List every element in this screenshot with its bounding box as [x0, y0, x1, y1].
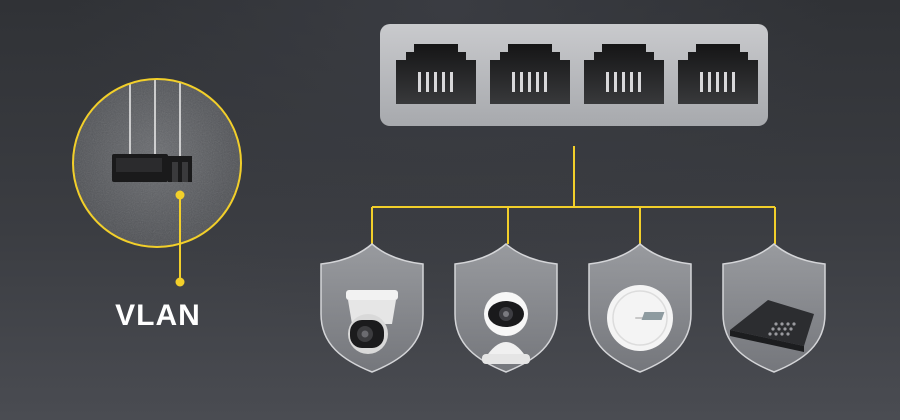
connection-lines: [371, 146, 776, 244]
vlan-label: VLAN: [115, 299, 201, 332]
device-shield: [641, 243, 826, 373]
switch-body: [380, 24, 768, 126]
access-point-icon: [607, 285, 673, 351]
device-shield: [588, 243, 692, 373]
dome-camera-icon: [346, 290, 398, 354]
rj45-port-icon: [678, 44, 758, 104]
pan-tilt-camera-icon: [482, 292, 530, 364]
network-switch: [380, 24, 768, 126]
vlan-magnifier: [72, 78, 242, 287]
device-shield: [454, 243, 558, 373]
device-shield: [320, 243, 424, 373]
rj45-port-icon: [490, 44, 570, 104]
conference-phone-icon: [641, 300, 814, 352]
pointer-dot-icon: [175, 277, 185, 287]
magnifier-ring: [72, 78, 242, 248]
rj45-port-icon: [396, 44, 476, 104]
rj45-port-icon: [584, 44, 664, 104]
